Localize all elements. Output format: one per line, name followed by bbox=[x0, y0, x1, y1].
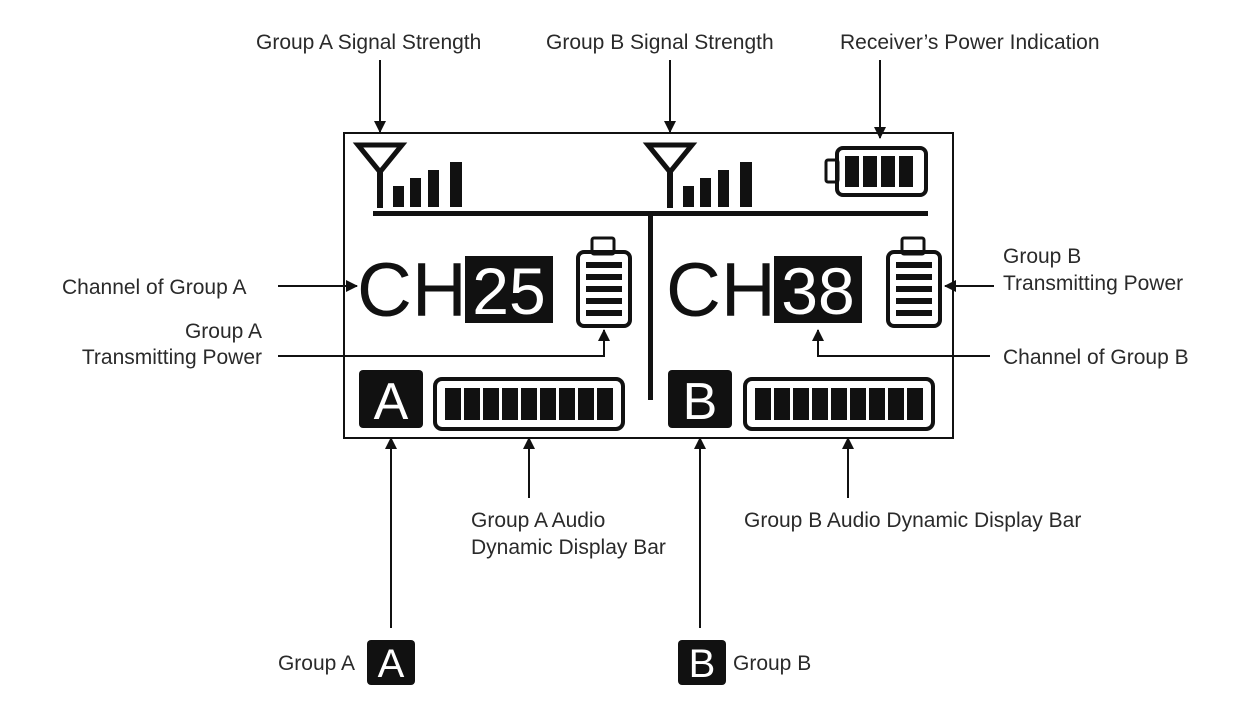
legend-group-a-badge bbox=[367, 640, 415, 685]
group-a-channel-box bbox=[465, 256, 553, 323]
group-b-channel-number: 38 bbox=[781, 254, 854, 328]
audio-segment bbox=[774, 388, 790, 420]
audio-segment bbox=[559, 388, 575, 420]
tx-power-bar bbox=[896, 310, 932, 316]
tx-power-bar bbox=[586, 286, 622, 292]
group-a-signal-bars bbox=[393, 162, 462, 207]
audio-segment bbox=[850, 388, 866, 420]
audio-segment bbox=[869, 388, 885, 420]
signal-bar-icon bbox=[740, 162, 752, 207]
signal-bar-icon bbox=[450, 162, 462, 207]
signal-bar-icon bbox=[393, 186, 404, 207]
group-b-audio-bar bbox=[743, 377, 935, 431]
battery-level-bar bbox=[845, 156, 859, 187]
audio-segment bbox=[888, 388, 904, 420]
legend-group-b-letter: B bbox=[689, 642, 716, 686]
audio-segment bbox=[445, 388, 461, 420]
antenna-icon bbox=[352, 142, 408, 208]
legend-group-a-letter: A bbox=[378, 642, 405, 686]
group-a-channel-number: 25 bbox=[472, 254, 545, 328]
tx-power-bar bbox=[586, 274, 622, 280]
audio-segment bbox=[597, 388, 613, 420]
group-a-ch-label: CH bbox=[357, 248, 467, 333]
label-group-b-tx-1: Group B bbox=[1003, 245, 1081, 268]
audio-segment bbox=[578, 388, 594, 420]
audio-segment bbox=[521, 388, 537, 420]
legend-group-b-badge bbox=[678, 640, 726, 685]
group-b-badge-letter: B bbox=[683, 373, 718, 431]
label-group-a-tx-1: Group A bbox=[185, 320, 262, 343]
signal-bar-icon bbox=[718, 170, 729, 207]
signal-bar-icon bbox=[428, 170, 439, 207]
legend-group-a-label: Group A bbox=[278, 652, 355, 675]
audio-segment bbox=[907, 388, 923, 420]
label-channel-group-a: Channel of Group A bbox=[62, 276, 246, 299]
audio-segment bbox=[831, 388, 847, 420]
vertical-divider bbox=[648, 214, 653, 400]
arrow-group-a-tx bbox=[278, 329, 610, 357]
audio-segment bbox=[502, 388, 518, 420]
audio-segment bbox=[464, 388, 480, 420]
audio-segment bbox=[540, 388, 556, 420]
group-b-signal-bars bbox=[683, 162, 752, 207]
horizontal-divider bbox=[373, 211, 928, 216]
group-b-ch-label: CH bbox=[666, 248, 776, 333]
battery-level-bar bbox=[899, 156, 913, 187]
tx-power-bar bbox=[896, 286, 932, 292]
tx-power-bar bbox=[896, 274, 932, 280]
battery-icon bbox=[576, 236, 632, 328]
label-group-b-tx-2: Transmitting Power bbox=[1003, 272, 1183, 295]
group-b-badge bbox=[668, 370, 732, 428]
audio-segment bbox=[483, 388, 499, 420]
tx-power-bar bbox=[896, 298, 932, 304]
signal-bar-icon bbox=[410, 178, 421, 207]
battery-level-bar bbox=[881, 156, 895, 187]
audio-segment bbox=[793, 388, 809, 420]
arrow-channel-group-b bbox=[812, 329, 990, 357]
group-a-badge bbox=[359, 370, 423, 428]
battery-icon bbox=[886, 236, 942, 328]
battery-icon bbox=[824, 146, 928, 197]
group-a-badge-letter: A bbox=[374, 373, 409, 431]
label-group-a-audio-1: Group A Audio bbox=[471, 509, 605, 532]
tx-power-bar bbox=[896, 262, 932, 268]
label-channel-group-b: Channel of Group B bbox=[1003, 346, 1189, 369]
tx-power-bar bbox=[586, 262, 622, 268]
battery-level-bar bbox=[863, 156, 877, 187]
audio-segment bbox=[755, 388, 771, 420]
legend-group-b-label: Group B bbox=[733, 652, 811, 675]
label-group-a-signal: Group A Signal Strength bbox=[256, 31, 481, 54]
audio-segment bbox=[812, 388, 828, 420]
label-receiver-power: Receiver’s Power Indication bbox=[840, 31, 1100, 54]
tx-power-bar bbox=[586, 298, 622, 304]
label-group-a-tx-2: Transmitting Power bbox=[82, 346, 262, 369]
label-group-b-signal: Group B Signal Strength bbox=[546, 31, 774, 54]
signal-bar-icon bbox=[683, 186, 694, 207]
label-group-a-audio-2: Dynamic Display Bar bbox=[471, 536, 666, 559]
antenna-icon bbox=[642, 142, 698, 208]
signal-bar-icon bbox=[700, 178, 711, 207]
group-b-channel-box bbox=[774, 256, 862, 323]
label-group-b-audio: Group B Audio Dynamic Display Bar bbox=[744, 509, 1081, 532]
tx-power-bar bbox=[586, 310, 622, 316]
group-a-audio-bar bbox=[433, 377, 625, 431]
